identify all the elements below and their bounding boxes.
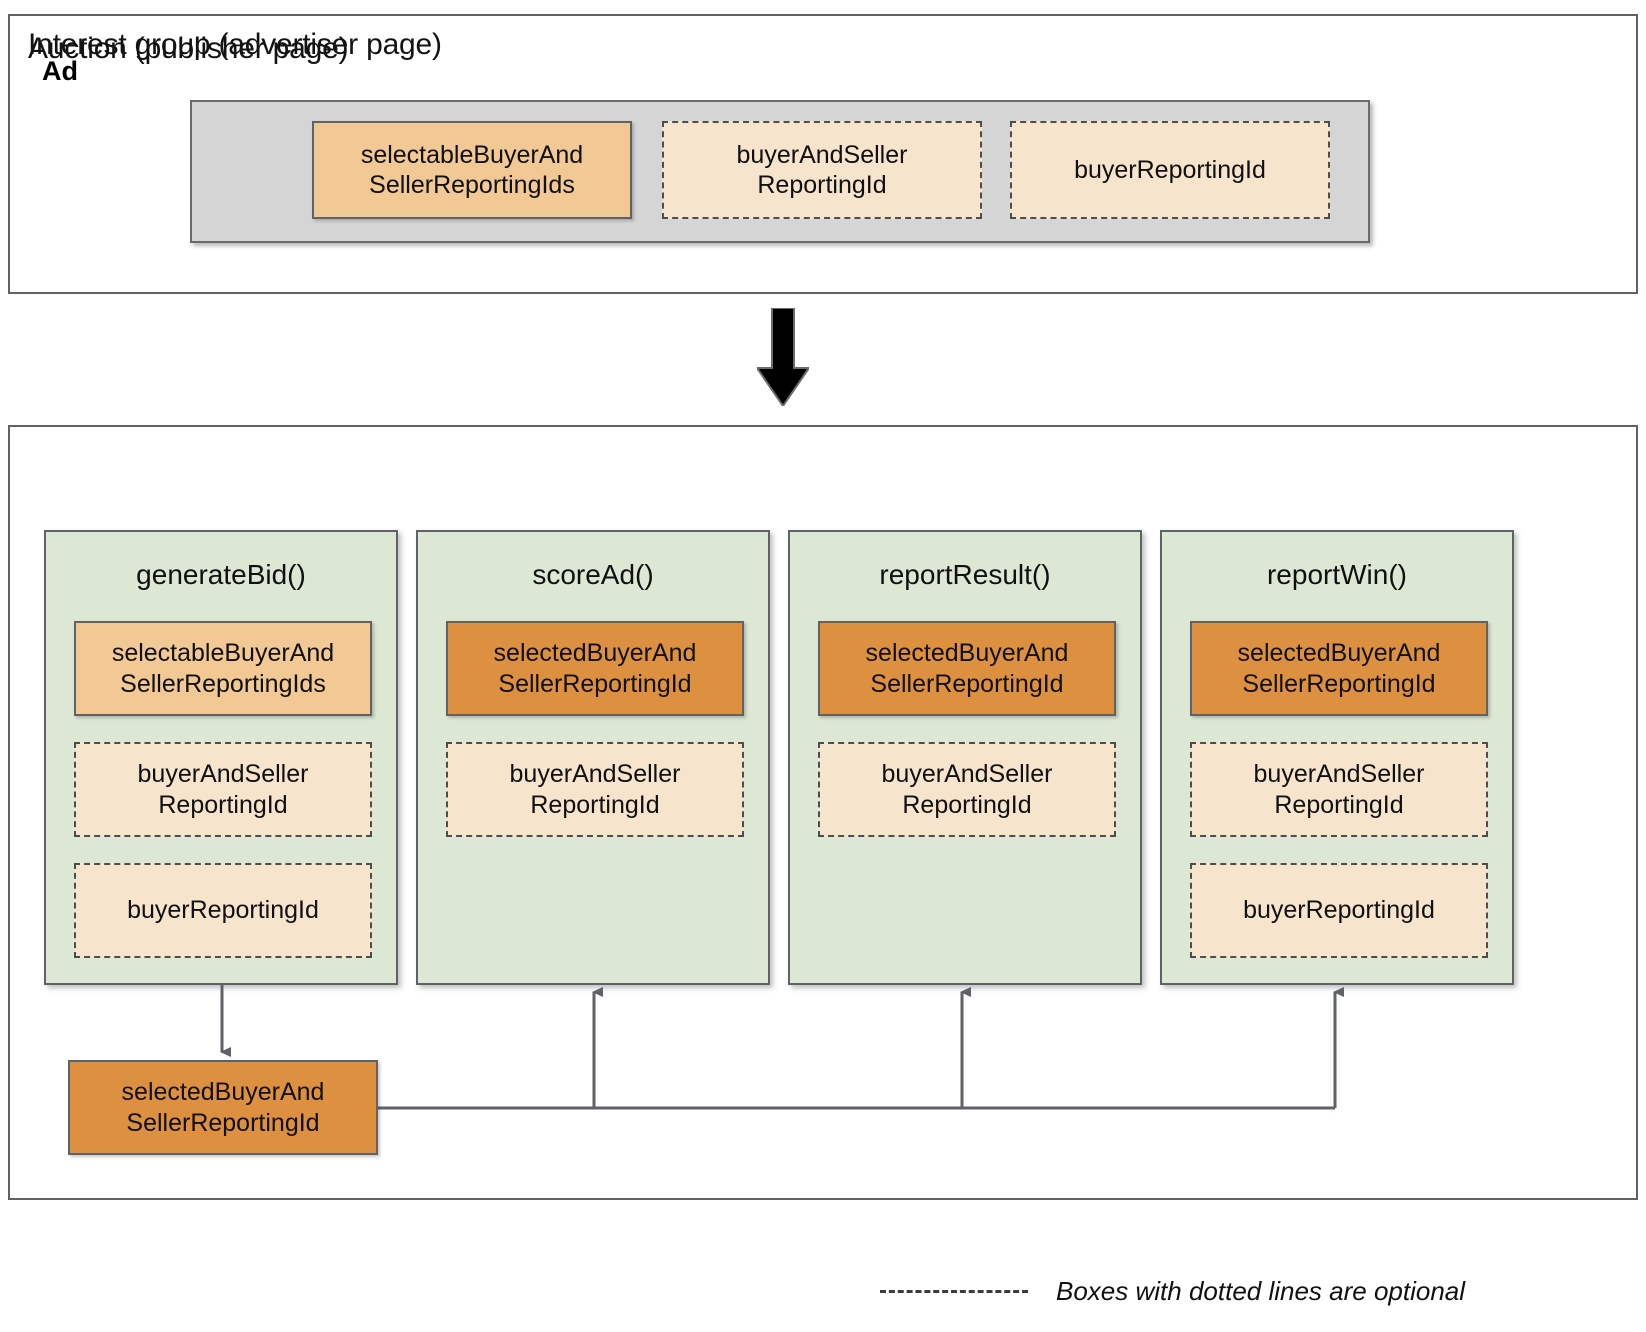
function-title-scoread: scoreAd() <box>532 559 654 590</box>
generatebid-field-selectable-buyer-and-seller-reporting-ids: selectableBuyerAnd SellerReportingIds <box>74 621 372 716</box>
reportresult-field-selected-buyer-and-seller-reporting-id: selectedBuyerAnd SellerReportingId <box>818 621 1116 716</box>
function-card-reportresult: reportResult() selectedBuyerAnd SellerRe… <box>788 530 1142 985</box>
reportwin-field-buyer-and-seller-reporting-id: buyerAndSeller ReportingId <box>1190 742 1488 837</box>
reportwin-field-selected-buyer-and-seller-reporting-id: selectedBuyerAnd SellerReportingId <box>1190 621 1488 716</box>
generatebid-field-buyer-and-seller-reporting-id: buyerAndSeller ReportingId <box>74 742 372 837</box>
ad-field-selectable-buyer-and-seller-reporting-ids: selectableBuyerAnd SellerReportingIds <box>312 121 632 219</box>
ad-label: Ad <box>42 56 78 86</box>
function-title-generatebid: generateBid() <box>136 559 306 590</box>
generatebid-field-buyer-reporting-id: buyerReportingId <box>74 863 372 958</box>
reportwin-field-buyer-reporting-id: buyerReportingId <box>1190 863 1488 958</box>
ad-field-buyer-reporting-id: buyerReportingId <box>1010 121 1330 219</box>
reportresult-field-buyer-and-seller-reporting-id: buyerAndSeller ReportingId <box>818 742 1116 837</box>
ad-field-buyer-and-seller-reporting-id: buyerAndSeller ReportingId <box>662 121 982 219</box>
interest-group-title: Interest group (advertiser page) <box>28 28 442 61</box>
legend-dashed-line-sample <box>880 1290 1028 1293</box>
function-card-generatebid: generateBid() selectableBuyerAnd SellerR… <box>44 530 398 985</box>
scoread-field-selected-buyer-and-seller-reporting-id: selectedBuyerAnd SellerReportingId <box>446 621 744 716</box>
function-card-scoread: scoreAd() selectedBuyerAnd SellerReporti… <box>416 530 770 985</box>
auction-title: Auction (publisher page) <box>28 32 349 65</box>
function-title-reportwin: reportWin() <box>1266 559 1407 590</box>
legend-text: Boxes with dotted lines are optional <box>1056 1276 1466 1306</box>
scoread-field-buyer-and-seller-reporting-id: buyerAndSeller ReportingId <box>446 742 744 837</box>
output-selected-buyer-and-seller-reporting-id: selectedBuyerAnd SellerReportingId <box>68 1060 378 1155</box>
flow-down-arrow-icon <box>757 308 809 406</box>
function-title-reportresult: reportResult() <box>879 559 1051 590</box>
function-card-reportwin: reportWin() selectedBuyerAnd SellerRepor… <box>1160 530 1514 985</box>
legend: Boxes with dotted lines are optional <box>880 1276 1465 1307</box>
